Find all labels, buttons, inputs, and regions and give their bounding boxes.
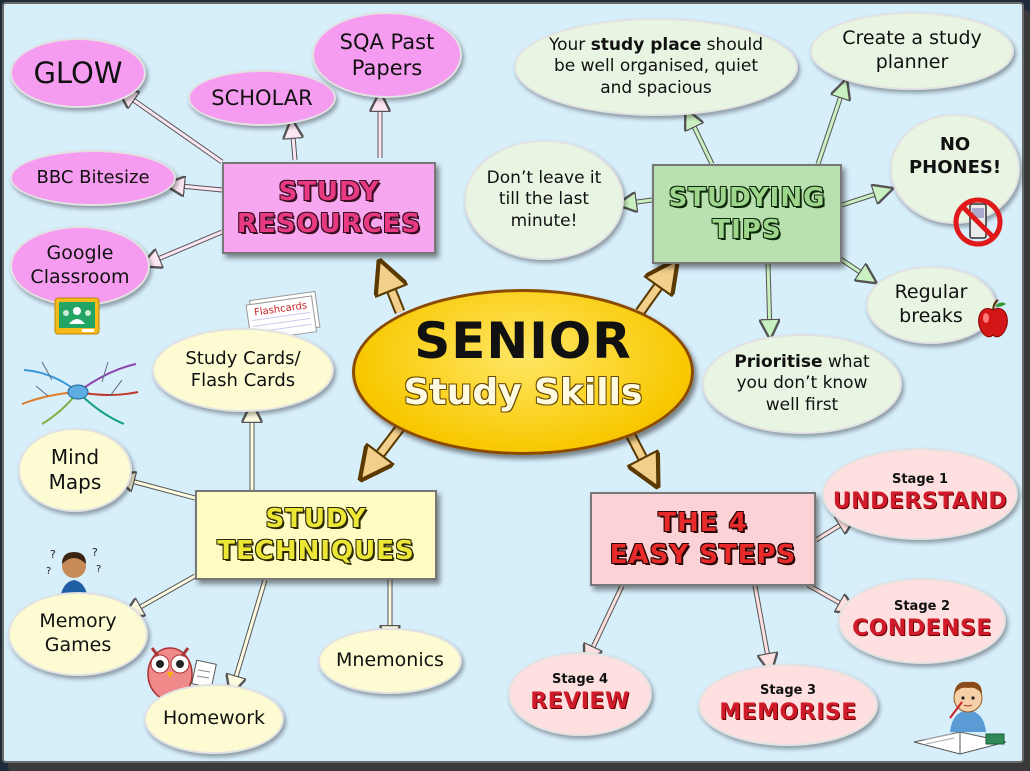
bbc-bitesize-node: BBC Bitesize — [10, 150, 176, 206]
mind-maps-label: Mind Maps — [48, 445, 102, 494]
no-phones-node: NO PHONES! — [890, 114, 1020, 224]
stage-4-node: Stage 4 REVIEW — [508, 652, 652, 736]
dont-leave-node: Don’t leave it till the last minute! — [464, 140, 624, 260]
owl-icon — [140, 636, 220, 702]
easy-steps-hub: THE 4 EASY STEPS — [590, 492, 816, 586]
hub-line2: TIPS — [712, 215, 782, 245]
stage-2-label: Stage 2 — [893, 599, 951, 615]
stage-4-value: REVIEW — [530, 689, 630, 715]
stage-1-label: Stage 1 — [891, 472, 949, 488]
hub-line2: RESOURCES — [236, 209, 422, 239]
glow-label: GLOW — [33, 55, 123, 90]
google-label: Google Classroom — [30, 242, 130, 288]
studying-boy-icon — [910, 672, 1010, 758]
study-techniques-hub: STUDY TECHNIQUES — [195, 490, 437, 580]
stage-3-node: Stage 3 MEMORISE — [698, 664, 878, 746]
breaks-label: Regular breaks — [894, 281, 968, 327]
stage-1-node: Stage 1 UNDERSTAND — [822, 448, 1018, 540]
stage-4-label: Stage 4 — [551, 672, 609, 688]
hub-line1: STUDY — [278, 176, 380, 207]
memory-games-label: Memory Games — [39, 610, 117, 656]
study-place-text: Your study place should be well organise… — [546, 35, 766, 99]
hub-line1: STUDYING — [668, 182, 826, 213]
hub-line2: TECHNIQUES — [217, 536, 415, 566]
sqa-node: SQA Past Papers — [312, 12, 462, 98]
google-classroom-icon — [54, 296, 100, 336]
study-place-bold: study place — [590, 35, 702, 56]
svg-text:?: ? — [50, 548, 56, 561]
prioritise-node: Prioritise what you don’t know well firs… — [702, 334, 902, 434]
scholar-label: SCHOLAR — [211, 85, 313, 110]
apple-icon — [976, 298, 1010, 340]
memory-games-node: Memory Games — [8, 592, 148, 676]
stage-2-node: Stage 2 CONDENSE — [838, 578, 1006, 664]
center-subtitle: Study Skills — [403, 372, 643, 413]
no-phone-icon — [952, 196, 1004, 248]
prioritise-post: what you don’t know well first — [736, 352, 870, 415]
prioritise-bold: Prioritise — [734, 352, 823, 373]
scholar-node: SCHOLAR — [188, 70, 336, 126]
dont-leave-label: Don’t leave it till the last minute! — [486, 168, 602, 231]
glow-node: GLOW — [10, 38, 146, 108]
google-classroom-node: Google Classroom — [10, 226, 150, 306]
center-title: SENIOR — [414, 312, 632, 370]
homework-node: Homework — [144, 684, 284, 754]
svg-text:?: ? — [96, 564, 101, 575]
study-place-node: Your study place should be well organise… — [514, 18, 798, 116]
stage-3-label: Stage 3 — [759, 683, 817, 699]
bbc-label: BBC Bitesize — [36, 166, 150, 188]
prioritise-text: Prioritise what you don’t know well firs… — [728, 352, 876, 416]
stage-2-value: CONDENSE — [852, 616, 992, 642]
study-cards-node: Study Cards/ Flash Cards — [152, 328, 334, 412]
svg-text:?: ? — [92, 546, 98, 559]
sqa-label: SQA Past Papers — [339, 29, 435, 80]
regular-breaks-node: Regular breaks — [866, 266, 996, 344]
studying-tips-hub: STUDYING TIPS — [652, 164, 842, 264]
study-place-post: should be well organised, quiet and spac… — [554, 35, 764, 98]
stage-3-value: MEMORISE — [719, 700, 857, 726]
stage-1-value: UNDERSTAND — [832, 489, 1008, 515]
svg-text:?: ? — [46, 566, 51, 577]
mind-map-icon — [12, 352, 146, 430]
study-resources-hub: STUDY RESOURCES — [222, 162, 436, 254]
hub-line1: THE 4 — [658, 507, 748, 538]
study-place-pre: Your — [548, 35, 591, 56]
homework-label: Homework — [162, 707, 266, 730]
mnemonics-label: Mnemonics — [336, 649, 444, 672]
study-cards-label: Study Cards/ Flash Cards — [185, 347, 301, 392]
hub-line1: STUDY — [265, 503, 367, 534]
study-planner-node: Create a study planner — [810, 12, 1014, 90]
mnemonics-node: Mnemonics — [318, 628, 462, 694]
hub-line2: EASY STEPS — [609, 540, 797, 570]
no-phones-label: NO PHONES! — [908, 134, 1002, 178]
mind-maps-node: Mind Maps — [18, 428, 132, 512]
center-node: SENIOR Study Skills — [352, 289, 694, 455]
planner-label: Create a study planner — [842, 27, 982, 73]
